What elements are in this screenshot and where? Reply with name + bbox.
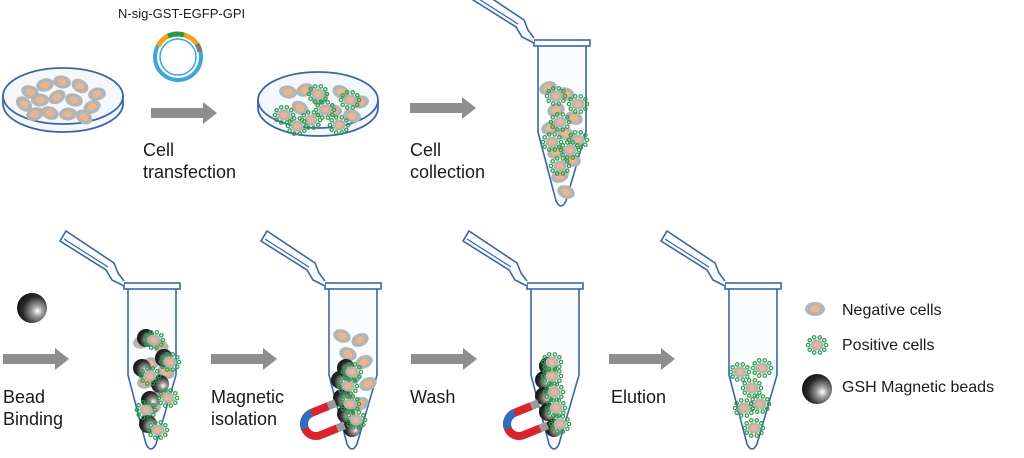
arrow-icon [411, 348, 477, 370]
positive-cell [740, 378, 764, 398]
negative-cell [83, 99, 101, 115]
culture-dish-transfected [257, 71, 379, 137]
positive-cell [340, 362, 364, 382]
negative-cell [557, 185, 575, 199]
tube-elution [659, 229, 782, 450]
arrow-icon [151, 102, 217, 124]
positive-cell [544, 86, 568, 106]
negative-cell [41, 106, 59, 120]
magnet-icon-wash [503, 399, 550, 440]
negative-cell [359, 376, 377, 392]
arrow-icon [410, 97, 476, 119]
positive-cell [540, 366, 564, 386]
tube-collection [471, 0, 591, 207]
positive-cell [158, 352, 182, 372]
positive-cell [548, 156, 572, 176]
positive-cell [548, 112, 572, 132]
legend-negative-icon [805, 302, 825, 316]
positive-cell [540, 132, 564, 152]
positive-cell [142, 330, 166, 350]
negative-cell [351, 332, 369, 348]
arrow-icon [609, 348, 675, 370]
negative-cell [15, 96, 33, 112]
negative-cell [296, 83, 314, 97]
positive-cell [313, 100, 337, 120]
negative-cell [291, 100, 309, 116]
positive-cell [728, 362, 752, 382]
positive-cell [338, 394, 362, 414]
plasmid-icon [153, 31, 203, 82]
legend-bead-label: GSH Magnetic beads [842, 379, 995, 396]
positive-cell [750, 358, 774, 378]
negative-cell [547, 103, 565, 117]
negative-cell [48, 89, 66, 105]
negative-cell [59, 107, 77, 121]
positive-cell [285, 116, 309, 136]
positive-cell [805, 335, 829, 355]
legend-positive-label: Positive cells [842, 337, 935, 354]
positive-cell [134, 400, 158, 420]
arrow-icon [3, 348, 69, 370]
positive-cell [344, 410, 368, 430]
positive-cell [146, 420, 170, 440]
positive-cell [327, 115, 351, 135]
negative-cell [65, 93, 83, 107]
positive-cell [540, 352, 564, 372]
tube-wash [461, 229, 584, 450]
negative-cell [26, 107, 44, 121]
positive-cell [272, 105, 296, 125]
negative-cell [565, 111, 583, 125]
negative-cell [333, 329, 351, 343]
legend-negative-label: Negative cells [842, 302, 942, 319]
positive-cell [548, 414, 572, 434]
negative-cell [75, 109, 93, 125]
tube-bead-binding [58, 229, 182, 450]
negative-cell [71, 78, 89, 94]
positive-cell [566, 94, 590, 114]
positive-cell [338, 90, 362, 110]
process-arrows [3, 97, 675, 370]
positive-cell [156, 388, 180, 408]
culture-dish-untransfected [2, 67, 124, 133]
plasmid-label: N-sig-GST-EGFP-GPI [118, 6, 246, 21]
bead-icon-free [17, 293, 47, 323]
legend-bead-icon [802, 374, 832, 404]
positive-cell [748, 394, 772, 414]
negative-cell [53, 75, 71, 89]
positive-cell [138, 366, 162, 386]
positive-cell [299, 110, 323, 130]
legend-positive-icon [805, 335, 829, 355]
arrow-icon [211, 348, 277, 370]
step-label-wash: Wash [410, 387, 456, 407]
negative-cell [88, 87, 106, 101]
positive-cell [306, 84, 330, 104]
negative-cell [36, 78, 54, 92]
step-label-elution: Elution [611, 387, 667, 407]
negative-cell [31, 93, 49, 107]
negative-cell [279, 85, 297, 99]
positive-cell [558, 140, 582, 160]
negative-cell [339, 347, 357, 361]
magnet-icon-isolation [300, 399, 347, 440]
positive-cell [742, 418, 766, 438]
tube-magnetic-isolation [259, 229, 382, 450]
